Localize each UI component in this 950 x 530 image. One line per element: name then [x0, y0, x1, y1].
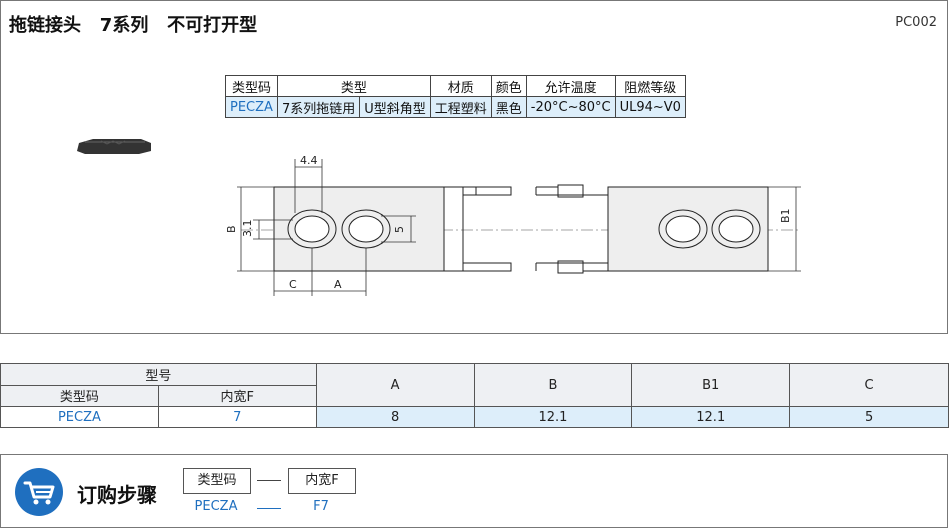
page-title: 拖链接头 7系列 不可打开型 — [9, 15, 258, 36]
dim-header-c: C — [789, 363, 949, 407]
spec-header-type: 类型 — [276, 75, 431, 97]
dim-header-model: 型号 — [0, 363, 317, 386]
order-title: 订购步骤 — [77, 483, 157, 507]
spec-value-flame: UL94~V0 — [614, 96, 686, 118]
dim-label-3-1: 3.1 — [241, 220, 254, 238]
spec-value-shape: U型斜角型 — [359, 96, 431, 118]
step-inner-width: 内宽F — [288, 468, 356, 494]
dim-label-5: 5 — [393, 226, 406, 233]
spec-table: 类型码 类型 材质 颜色 允许温度 阻燃等级 PECZA 7系列拖链用 U型斜角… — [225, 75, 686, 118]
spec-header-temp: 允许温度 — [525, 75, 616, 97]
spec-header-color: 颜色 — [490, 75, 527, 97]
step-separator — [257, 480, 281, 481]
dim-header-type-code: 类型码 — [0, 384, 159, 407]
dimension-table: 型号 A B B1 C 类型码 内宽F PECZA 7 8 12.1 12.1 … — [0, 363, 949, 428]
product-photo — [77, 139, 151, 154]
dim-header-b1: B1 — [631, 363, 791, 407]
dim-value-inner-width: 7 — [157, 406, 317, 428]
dim-value-type-code: PECZA — [0, 406, 159, 428]
dim-label-c: C — [289, 278, 297, 291]
dim-header-a: A — [315, 363, 475, 407]
dimension-lines — [237, 159, 801, 296]
dim-value-b: 12.1 — [473, 406, 633, 428]
dim-label-a: A — [334, 278, 342, 291]
dim-value-a: 8 — [315, 406, 475, 428]
dim-header-inner-width: 内宽F — [157, 384, 317, 407]
dim-label-b: B — [225, 225, 238, 233]
technical-drawing: 4.4 B 3.1 5 C A B1 — [77, 139, 801, 296]
dim-label-b1: B1 — [779, 208, 792, 223]
right-connector-drawing — [535, 184, 769, 274]
step-value-type-code: PECZA — [194, 499, 238, 514]
cart-icon — [15, 468, 63, 516]
dimension-labels: 4.4 B 3.1 5 C A B1 — [225, 154, 792, 291]
spec-header-type-code: 类型码 — [225, 75, 278, 97]
spec-value-temp: -20°C~80°C — [525, 96, 616, 118]
spec-value-color: 黑色 — [490, 96, 527, 118]
spec-value-series: 7系列拖链用 — [276, 96, 361, 118]
dim-value-b1: 12.1 — [631, 406, 791, 428]
value-separator — [257, 508, 281, 509]
left-connector-drawing — [273, 186, 512, 272]
product-code: PC002 — [895, 15, 937, 30]
dim-label-4-4: 4.4 — [300, 154, 318, 167]
step-type-code: 类型码 — [183, 468, 251, 494]
step-value-inner-width: F7 — [313, 499, 329, 514]
spec-value-material: 工程塑料 — [429, 96, 492, 118]
dim-value-c: 5 — [789, 406, 949, 428]
order-panel: 订购步骤 类型码 内宽F PECZA F7 — [0, 454, 948, 528]
product-panel: 拖链接头 7系列 不可打开型 PC002 类型码 类型 材质 颜色 允许温度 阻… — [0, 0, 948, 334]
dim-header-b: B — [473, 363, 633, 407]
